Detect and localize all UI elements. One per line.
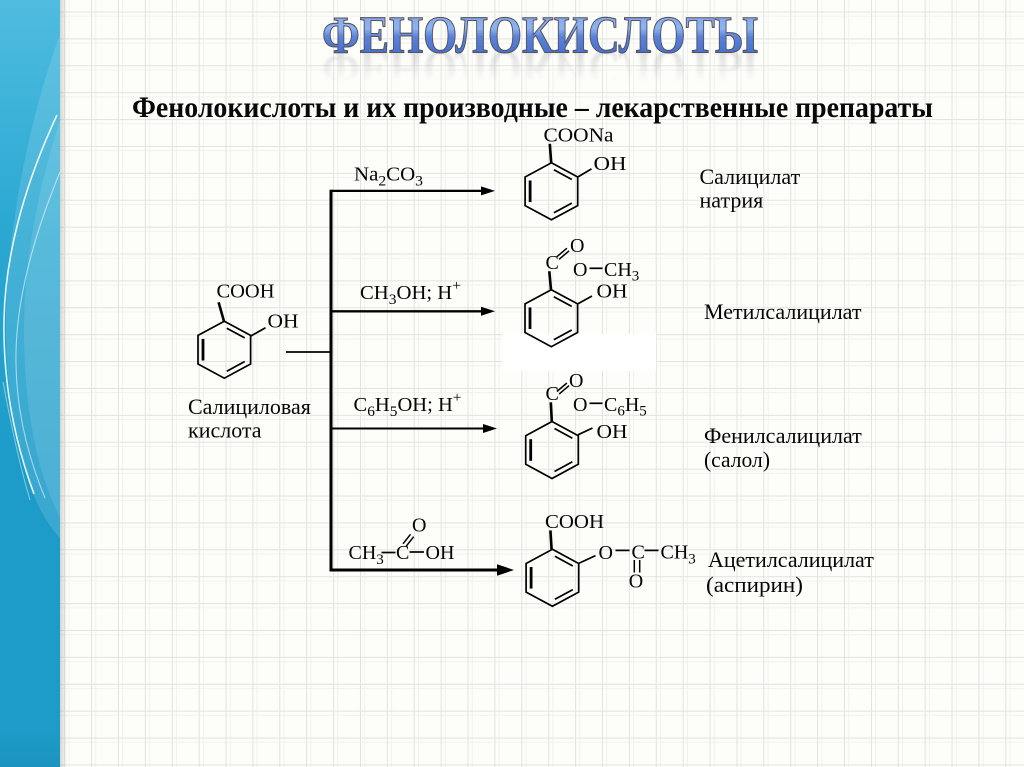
svg-text:C6H5: C6H5 bbox=[604, 394, 647, 420]
svg-text:O: O bbox=[569, 370, 583, 392]
svg-text:CH3: CH3 bbox=[349, 542, 384, 568]
svg-text:ФЕНОЛОКИСЛОТЫ: ФЕНОЛОКИСЛОТЫ bbox=[322, 7, 758, 65]
svg-text:OH: OH bbox=[268, 311, 299, 333]
svg-text:Ацетилсалицилат: Ацетилсалицилат bbox=[708, 547, 874, 572]
svg-text:(аспирин): (аспирин) bbox=[706, 572, 803, 597]
svg-text:COONa: COONa bbox=[544, 125, 614, 147]
svg-text:C: C bbox=[546, 252, 559, 274]
svg-text:Салициловая: Салициловая bbox=[188, 394, 311, 419]
svg-text:CH3OH; H+: CH3OH; H+ bbox=[360, 278, 461, 308]
svg-text:OH: OH bbox=[597, 421, 628, 443]
svg-text:Фенилсалицилат: Фенилсалицилат bbox=[704, 423, 862, 448]
svg-text:O: O bbox=[629, 571, 643, 593]
svg-text:натрия: натрия bbox=[700, 188, 764, 213]
svg-text:COOH: COOH bbox=[545, 511, 604, 533]
svg-text:OH: OH bbox=[426, 542, 455, 564]
svg-text:Метилсалицилат: Метилсалицилат bbox=[704, 299, 862, 324]
svg-text:(салол): (салол) bbox=[704, 447, 770, 472]
svg-text:OH: OH bbox=[597, 280, 628, 302]
svg-text:C: C bbox=[632, 542, 645, 564]
svg-text:O: O bbox=[412, 515, 426, 537]
svg-text:ФЕНОЛОКИСЛОТЫ: ФЕНОЛОКИСЛОТЫ bbox=[322, 40, 758, 98]
svg-text:CH3: CH3 bbox=[661, 542, 696, 568]
svg-text:Фенолокислоты и их производные: Фенолокислоты и их производные – лекарст… bbox=[132, 91, 933, 124]
svg-text:O: O bbox=[573, 394, 587, 416]
svg-text:C: C bbox=[546, 383, 559, 405]
svg-text:Салицилат: Салицилат bbox=[700, 164, 801, 189]
svg-text:C6H5OH; H+: C6H5OH; H+ bbox=[354, 390, 462, 420]
svg-text:O: O bbox=[570, 235, 584, 257]
svg-text:O: O bbox=[599, 542, 613, 564]
svg-text:кислота: кислота bbox=[188, 418, 262, 443]
svg-text:OH: OH bbox=[594, 153, 627, 175]
svg-text:COOH: COOH bbox=[217, 281, 275, 303]
svg-text:Na2CO3: Na2CO3 bbox=[354, 164, 423, 190]
svg-text:C: C bbox=[396, 542, 409, 564]
svg-text:O: O bbox=[573, 259, 587, 281]
